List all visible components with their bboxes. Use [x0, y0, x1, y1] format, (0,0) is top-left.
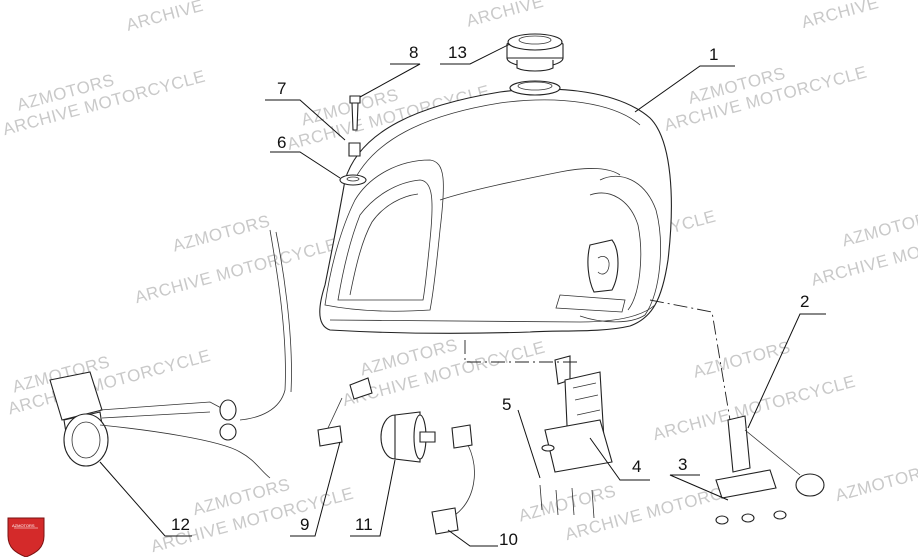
callout-12: 12 — [171, 515, 190, 534]
callout-9: 9 — [300, 515, 309, 534]
fuel-tap — [49, 229, 292, 479]
callout-4: 4 — [632, 457, 641, 476]
watermark-archive: ARCHIVE MOTORCYCLE — [651, 372, 858, 444]
callout-10: 10 — [499, 530, 518, 549]
fuel-level-sender — [715, 415, 825, 525]
callout-3: 3 — [678, 455, 687, 474]
brand-logo: AZMOTORS — [7, 517, 45, 557]
alignment-lines — [464, 299, 731, 421]
callout-2: 2 — [800, 292, 809, 311]
callout-13: 13 — [448, 43, 467, 62]
callout-8: 8 — [409, 43, 418, 62]
watermark-brand: AZMOTORS — [833, 461, 918, 505]
callout-7: 7 — [277, 79, 286, 98]
leader-lines — [99, 43, 826, 547]
fuel-cap — [506, 33, 564, 72]
hardware-stack — [339, 95, 367, 186]
watermark-archive-short: ARCHIVE — [464, 0, 545, 31]
callout-labels: 1 2 3 4 5 6 7 8 9 10 11 12 13 — [171, 43, 809, 549]
logo-text: AZMOTORS — [12, 523, 35, 528]
callout-6: 6 — [277, 133, 286, 152]
watermark-archive-short: ARCHIVE — [124, 0, 205, 35]
callout-5: 5 — [502, 395, 511, 414]
watermark-brand: AZMOTORS — [840, 206, 918, 250]
watermark-brand: AZMOTORS — [691, 337, 793, 381]
watermark-brand: AZMOTORS — [171, 211, 273, 255]
fuel-pump — [539, 355, 613, 519]
callout-11: 11 — [355, 515, 373, 534]
callout-1: 1 — [709, 45, 718, 64]
watermark-archive-short: ARCHIVE — [800, 0, 881, 32]
watermark-archive: ARCHIVE MOTORCYCLE — [133, 235, 340, 307]
fuel-filter-assembly — [317, 377, 475, 535]
fuel-tank — [319, 80, 672, 334]
